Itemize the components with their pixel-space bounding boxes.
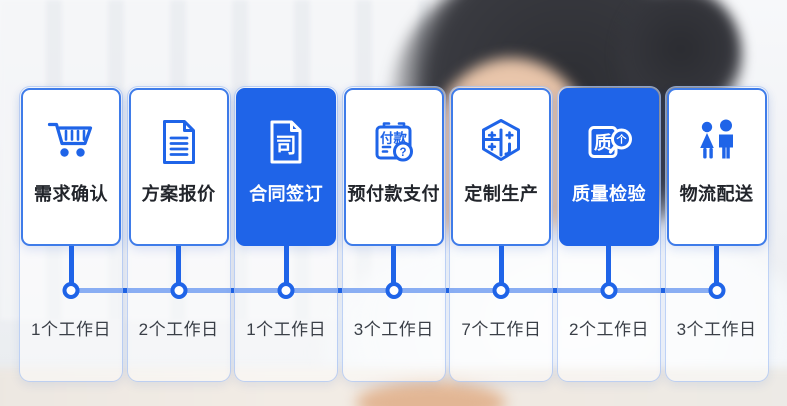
delivery-icon	[691, 114, 743, 170]
svg-text:?: ?	[399, 147, 406, 159]
step-duration: 2个工作日	[568, 320, 649, 339]
timeline-stem	[606, 246, 612, 290]
step-duration: 1个工作日	[246, 320, 327, 339]
step-card-custom-production: 定制生产	[451, 88, 552, 246]
process-step-proposal-quotation: 方案报价 2个工作日	[126, 86, 231, 382]
step-label: 定制生产	[464, 184, 539, 204]
svg-text:司: 司	[276, 135, 297, 158]
step-label: 方案报价	[141, 184, 216, 204]
steps-row: 需求确认 1个工作日 方案报价 2个工作日 司 合同签订	[19, 86, 769, 382]
process-step-custom-production: 定制生产 7个工作日	[449, 86, 554, 382]
payment-icon: 付款 ?	[368, 114, 420, 170]
step-label: 预付款支付	[347, 184, 441, 204]
step-duration: 7个工作日	[461, 320, 542, 339]
timeline-node	[708, 281, 726, 299]
step-card-requirement-confirmation: 需求确认	[21, 88, 121, 246]
timeline-stem	[68, 246, 74, 290]
timeline-stem	[714, 246, 720, 290]
step-card-contract-signing: 司 合同签订	[236, 88, 337, 246]
production-icon	[475, 114, 527, 170]
step-duration: 2个工作日	[138, 320, 219, 339]
process-step-quality-inspection: 质 个 质量检验 2个工作日	[556, 86, 661, 382]
contract-icon: 司	[260, 114, 312, 170]
step-duration: 3个工作日	[676, 320, 757, 339]
process-step-logistics-delivery: 物流配送 3个工作日	[664, 86, 769, 382]
process-step-requirement-confirmation: 需求确认 1个工作日	[19, 86, 123, 382]
process-step-advance-payment: 付款 ? 预付款支付 3个工作日	[341, 86, 446, 382]
step-card-quality-inspection: 质 个 质量检验	[558, 88, 659, 246]
step-card-proposal-quotation: 方案报价	[128, 88, 229, 246]
timeline-stem	[391, 246, 397, 290]
step-card-logistics-delivery: 物流配送	[666, 88, 767, 246]
timeline-node	[492, 281, 510, 299]
step-card-advance-payment: 付款 ? 预付款支付	[343, 88, 444, 246]
quality-icon: 质 个	[583, 114, 635, 170]
timeline-node	[170, 281, 188, 299]
cart-icon	[45, 114, 97, 170]
timeline-node	[62, 281, 80, 299]
step-duration: 1个工作日	[31, 320, 111, 339]
timeline-node	[600, 281, 618, 299]
timeline-node	[385, 281, 403, 299]
timeline-stem	[283, 246, 289, 290]
step-label: 物流配送	[679, 184, 754, 204]
svg-text:质: 质	[594, 133, 612, 153]
process-step-contract-signing: 司 合同签订 1个工作日	[234, 86, 339, 382]
svg-text:个: 个	[615, 133, 627, 146]
timeline-stem	[176, 246, 182, 290]
document-icon	[153, 114, 205, 170]
step-label: 合同签订	[249, 184, 324, 204]
timeline-stem	[498, 246, 504, 290]
step-duration: 3个工作日	[353, 320, 434, 339]
step-label: 需求确认	[34, 184, 108, 204]
timeline-node	[277, 281, 295, 299]
step-label: 质量检验	[571, 184, 646, 204]
